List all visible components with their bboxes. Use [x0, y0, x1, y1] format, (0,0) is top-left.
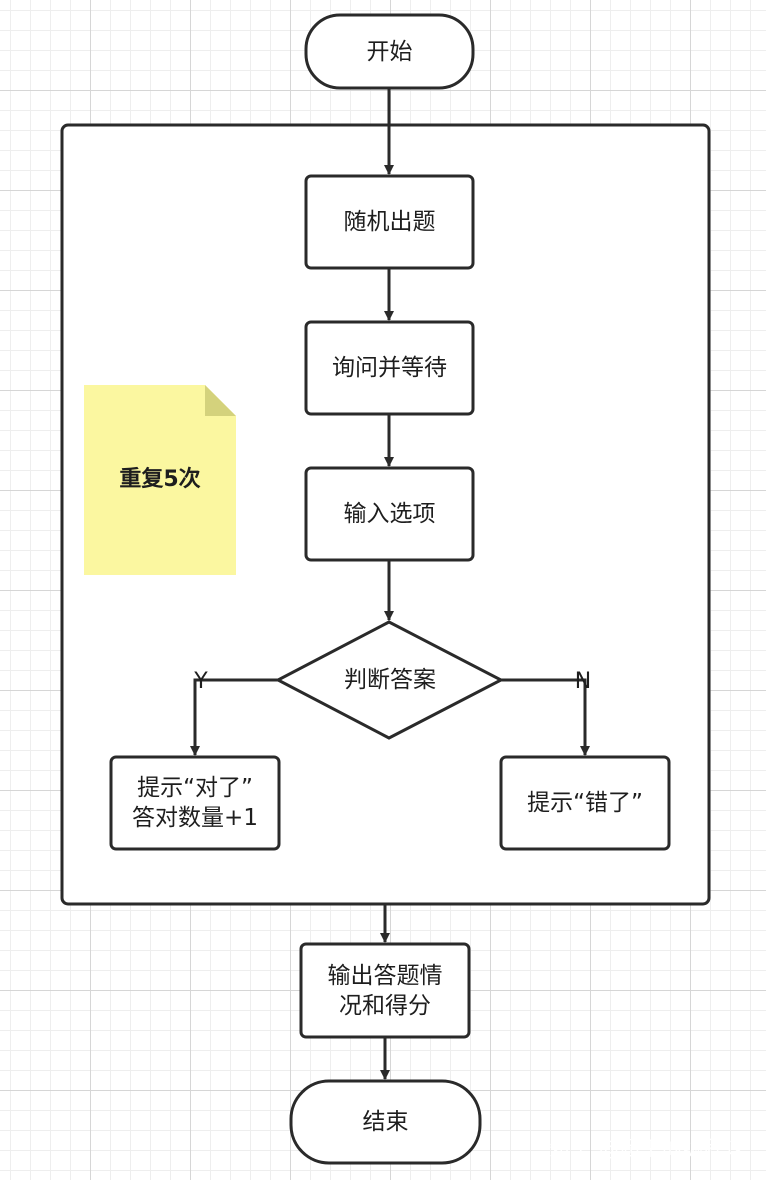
judge-label: 判断答案 — [344, 667, 436, 693]
correct-label: 提示“对了” 答对数量+1 — [111, 757, 279, 849]
output-label-line2: 况和得分 — [339, 992, 431, 1019]
loop-note-label: 重复5次 — [119, 467, 201, 492]
generate-question-label: 随机出题 — [343, 209, 436, 235]
correct-label-line2: 答对数量+1 — [132, 805, 258, 831]
loop-note-shape — [84, 385, 236, 575]
output-label-line1: 输出答题情 — [327, 962, 443, 989]
end-node — [289, 1079, 482, 1165]
correct-label-line1: 提示“对了” — [137, 775, 253, 801]
ask-wait-label: 询问并等待 — [332, 355, 447, 381]
start-label: 开始 — [366, 38, 413, 65]
end-label: 结束 — [362, 1109, 409, 1135]
edge-judge-no — [501, 678, 590, 756]
loop-note-fold — [205, 385, 236, 416]
watermark: 知乎 @超平的编程课 — [549, 1136, 746, 1160]
wrong-label: 提示“错了” — [527, 790, 643, 816]
branch-no-label: N — [574, 669, 592, 694]
wrong-node — [499, 755, 671, 851]
correct-node — [109, 755, 281, 851]
judge-decision-node — [274, 620, 505, 740]
branch-yes-label: Y — [194, 669, 208, 694]
output-label: 输出答题情 况和得分 — [301, 944, 469, 1037]
edge-judge-yes — [190, 678, 278, 756]
input-option-label: 输入选项 — [343, 501, 436, 527]
